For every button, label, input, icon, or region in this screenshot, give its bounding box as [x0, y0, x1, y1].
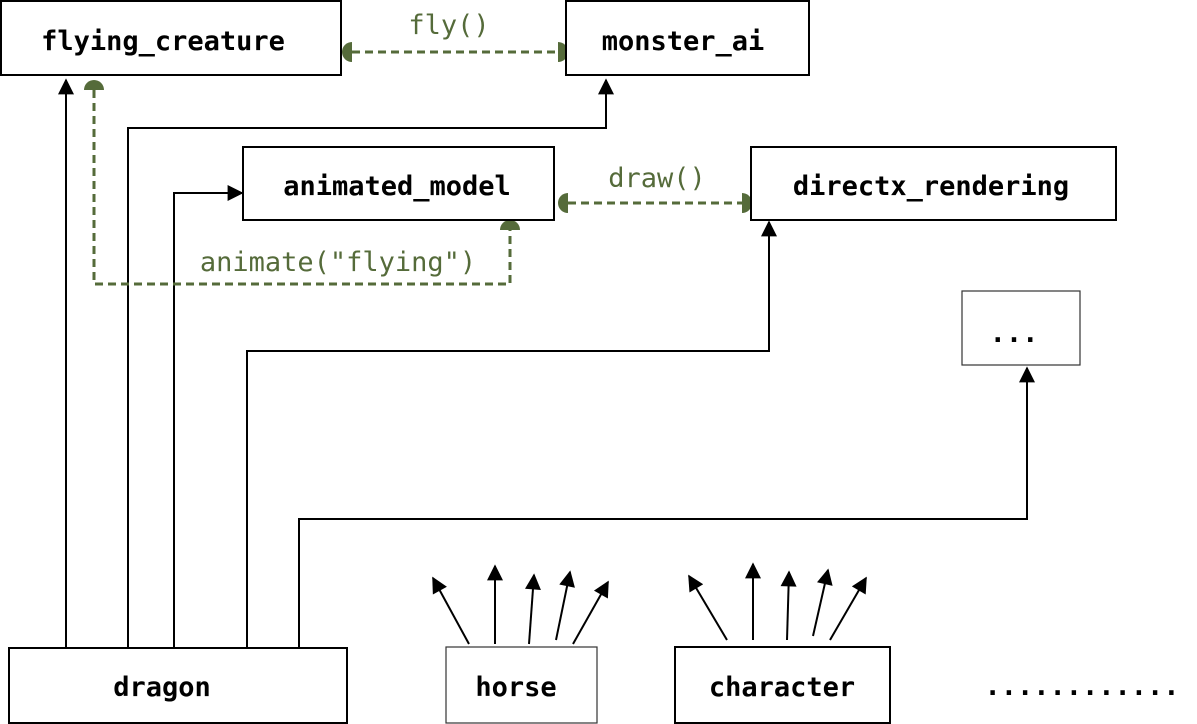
flying-creature-label: flying_creature	[41, 26, 285, 57]
dragon-to-animated-model-arrow	[173, 185, 244, 648]
fly-call-connector	[342, 42, 568, 62]
directx-rendering-node: directx_rendering	[750, 146, 1117, 221]
dragon-label: dragon	[113, 672, 211, 703]
horse-node: horse	[445, 646, 598, 724]
animated-model-label: animated_model	[283, 171, 511, 202]
character-label: character	[709, 672, 855, 703]
animated-model-node: animated_model	[242, 146, 555, 221]
dragon-to-more-arrow	[298, 366, 1035, 648]
trailing-dots: ............	[984, 671, 1179, 702]
dragon-to-monster-ai-arrow	[127, 78, 614, 648]
animate-call-label: animate("flying")	[200, 247, 476, 278]
fly-call-label: fly()	[408, 10, 489, 41]
more-label: ...	[990, 318, 1039, 349]
character-node: character	[674, 646, 891, 724]
horse-dependency-arrows	[432, 564, 609, 645]
animate-call-connector	[84, 80, 520, 286]
directx-rendering-label: directx_rendering	[793, 171, 1069, 202]
flying-creature-node: flying_creature	[0, 0, 342, 76]
character-dependency-arrows	[688, 562, 867, 641]
horse-label: horse	[475, 672, 556, 703]
dragon-to-directx-rendering-arrow	[246, 220, 777, 648]
dragon-node: dragon	[8, 647, 348, 724]
monster-ai-node: monster_ai	[565, 0, 810, 76]
draw-call-connector	[558, 193, 752, 213]
monster-ai-label: monster_ai	[602, 26, 765, 57]
draw-call-label: draw()	[608, 163, 706, 194]
more-node: ...	[961, 290, 1081, 366]
